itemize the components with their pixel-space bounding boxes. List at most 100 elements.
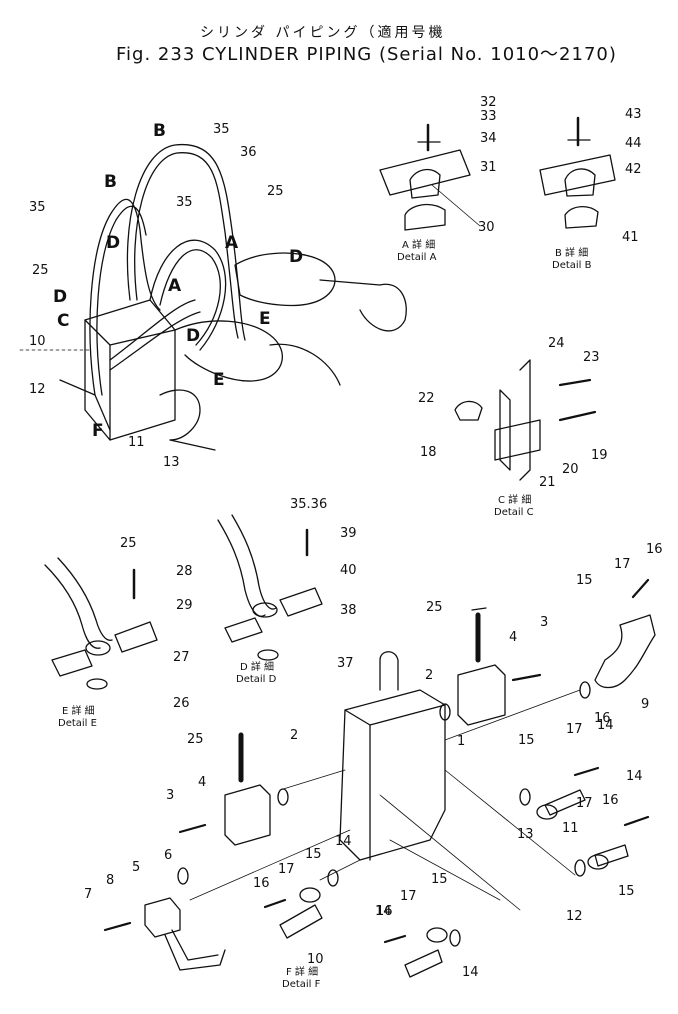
view-letter: F — [92, 421, 104, 441]
part-number: 25 — [426, 600, 443, 615]
part-number: 4 — [198, 775, 206, 790]
detail-e-jp: E 詳 細 — [62, 704, 95, 717]
part-number: 10 — [29, 334, 46, 349]
detail-d-en: Detail D — [236, 674, 277, 685]
part-number: 14 — [626, 769, 643, 784]
part-number: 15 — [618, 884, 635, 899]
detail-d-jp: D 詳 細 — [240, 660, 274, 673]
part-number: 16 — [594, 711, 611, 726]
part-number: 16 — [602, 793, 619, 808]
detail-c-drawing — [454, 359, 597, 481]
part-number: 42 — [625, 162, 642, 177]
part-number: 17 — [576, 796, 593, 811]
part-number: 39 — [340, 526, 357, 541]
view-letter: D — [186, 326, 200, 346]
part-callouts: 32 33 34 31 30 43 44 42 41 35 36 25 35 3… — [29, 95, 663, 980]
part-number: 25 — [187, 732, 204, 747]
part-number: 40 — [340, 563, 357, 578]
view-letter: D — [106, 233, 120, 253]
part-number: 14 — [462, 965, 479, 980]
detail-b-en: Detail B — [552, 260, 592, 271]
part-number: 23 — [583, 350, 600, 365]
part-number: 44 — [625, 136, 642, 151]
part-number: 41 — [622, 230, 639, 245]
detail-c-en: Detail C — [494, 507, 534, 518]
exploded-valve-view — [103, 578, 656, 978]
part-number: 15 — [431, 872, 448, 887]
part-number: 11 — [128, 435, 145, 450]
part-number: 29 — [176, 598, 193, 613]
view-letter: D — [289, 247, 303, 267]
detail-f-en: Detail F — [282, 979, 321, 990]
part-number: 16 — [253, 876, 270, 891]
part-number: 5 — [132, 860, 140, 875]
view-letter: A — [225, 233, 239, 253]
part-number: 38 — [340, 603, 357, 618]
part-number: 15 — [305, 847, 322, 862]
view-letter: D — [53, 287, 67, 307]
detail-b-jp: B 詳 細 — [555, 246, 588, 259]
part-number: 17 — [566, 722, 583, 737]
detail-captions: A 詳 細 Detail A B 詳 細 Detail B C 詳 細 Deta… — [58, 238, 592, 990]
view-letter: E — [259, 309, 271, 329]
view-letter: C — [57, 311, 69, 331]
view-letters: B B D A D A D C D E E F — [53, 121, 303, 441]
part-number: 14 — [375, 904, 392, 919]
view-letter: B — [153, 121, 166, 141]
part-number: 8 — [106, 873, 114, 888]
part-number: 12 — [566, 909, 583, 924]
part-number: 2 — [425, 668, 433, 683]
part-number: 30 — [478, 220, 495, 235]
part-number: 33 — [480, 109, 497, 124]
detail-c-jp: C 詳 細 — [498, 493, 531, 506]
part-number: 6 — [164, 848, 172, 863]
part-number: 28 — [176, 564, 193, 579]
part-number: 35 — [29, 200, 46, 215]
part-number: 27 — [173, 650, 190, 665]
part-number: 10 — [307, 952, 324, 967]
part-number: 19 — [591, 448, 608, 463]
part-number: 22 — [418, 391, 435, 406]
part-number: 25 — [32, 263, 49, 278]
part-number: 36 — [240, 145, 257, 160]
view-letter: A — [168, 276, 182, 296]
detail-d-drawing — [217, 514, 323, 661]
part-number: 15 — [576, 573, 593, 588]
part-number: 16 — [646, 542, 663, 557]
part-number: 26 — [173, 696, 190, 711]
detail-a-drawing — [379, 123, 481, 231]
part-number: 17 — [614, 557, 631, 572]
part-number: 9 — [641, 697, 649, 712]
part-number: 13 — [517, 827, 534, 842]
part-number: 1 — [457, 734, 465, 749]
part-number: 14 — [597, 718, 614, 733]
part-number: 31 — [480, 160, 497, 175]
part-number: 3 — [166, 788, 174, 803]
view-letter: E — [213, 370, 225, 390]
part-number: 14 — [335, 834, 352, 849]
part-number: 18 — [420, 445, 437, 460]
part-number: 17 — [400, 889, 417, 904]
part-number: 12 — [29, 382, 46, 397]
part-number: 2 — [290, 728, 298, 743]
part-number: 35 — [213, 122, 230, 137]
part-number: 25 — [120, 536, 137, 551]
detail-b-drawing — [539, 116, 616, 229]
part-number: 3 — [540, 615, 548, 630]
part-number: 20 — [562, 462, 579, 477]
part-number: 7 — [84, 887, 92, 902]
title-japanese: シリンダ パイピング（適用号機 — [200, 25, 446, 41]
part-number: 11 — [562, 821, 579, 836]
part-number: 21 — [539, 475, 556, 490]
part-number: 25 — [267, 184, 284, 199]
main-assembly-view — [19, 144, 407, 451]
part-number: 43 — [625, 107, 642, 122]
detail-a-jp: A 詳 細 — [402, 238, 435, 251]
part-number: 16 — [376, 904, 393, 919]
part-number: 32 — [480, 95, 497, 110]
detail-e-en: Detail E — [58, 718, 97, 729]
part-number: 17 — [278, 862, 295, 877]
part-number: 37 — [337, 656, 354, 671]
